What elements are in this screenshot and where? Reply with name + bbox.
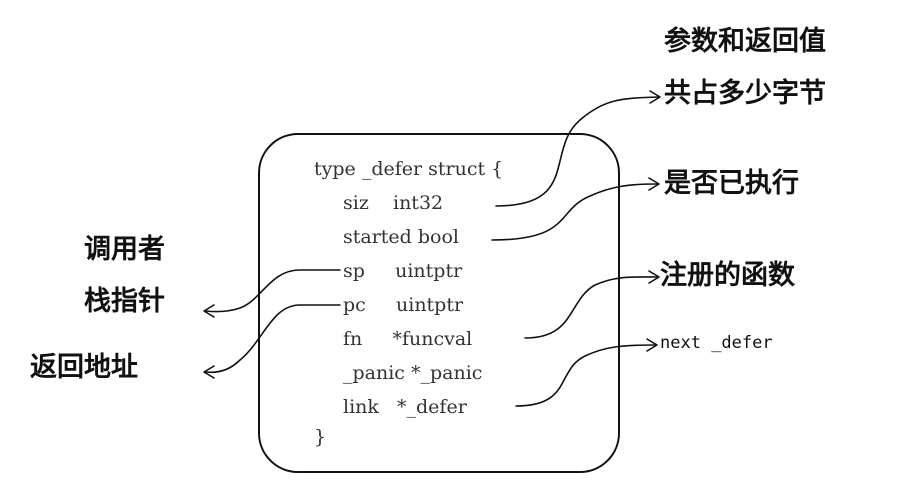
arrowhead-link xyxy=(646,338,658,352)
arrow-fn xyxy=(524,276,658,339)
annotation-sp-line2: 栈指针 xyxy=(84,286,165,317)
field-link: link *_defer xyxy=(343,396,467,418)
struct-header: type _defer struct { xyxy=(314,158,504,180)
annotation-started: 是否已执行 xyxy=(664,168,799,199)
annotation-link: next _defer xyxy=(660,333,773,353)
struct-close-brace: } xyxy=(314,426,327,448)
annotation-sp-line1: 调用者 xyxy=(84,234,165,265)
field-sp: sp uintptr xyxy=(343,260,463,282)
annotation-fn: 注册的函数 xyxy=(660,260,795,291)
field-started: started bool xyxy=(343,226,459,248)
annotation-siz-line2: 共占多少字节 xyxy=(664,78,826,109)
field-siz: siz int32 xyxy=(343,192,444,214)
arrowhead-siz xyxy=(649,90,661,104)
field-fn: fn *funcval xyxy=(343,328,473,350)
arrow-pc xyxy=(205,304,341,374)
arrowhead-started xyxy=(648,177,660,191)
annotation-pc: 返回地址 xyxy=(30,352,138,383)
arrow-link xyxy=(515,344,656,407)
arrowhead-sp xyxy=(203,304,215,318)
arrow-sp xyxy=(205,269,341,313)
field-pc: pc uintptr xyxy=(343,294,464,316)
arrowhead-pc xyxy=(203,365,215,379)
arrowhead-fn xyxy=(648,270,660,284)
struct-box xyxy=(258,133,620,473)
arrow-siz xyxy=(495,96,659,207)
arrow-started xyxy=(491,183,658,241)
annotation-siz-line1: 参数和返回值 xyxy=(664,26,826,57)
field-panic: _panic *_panic xyxy=(343,362,483,384)
